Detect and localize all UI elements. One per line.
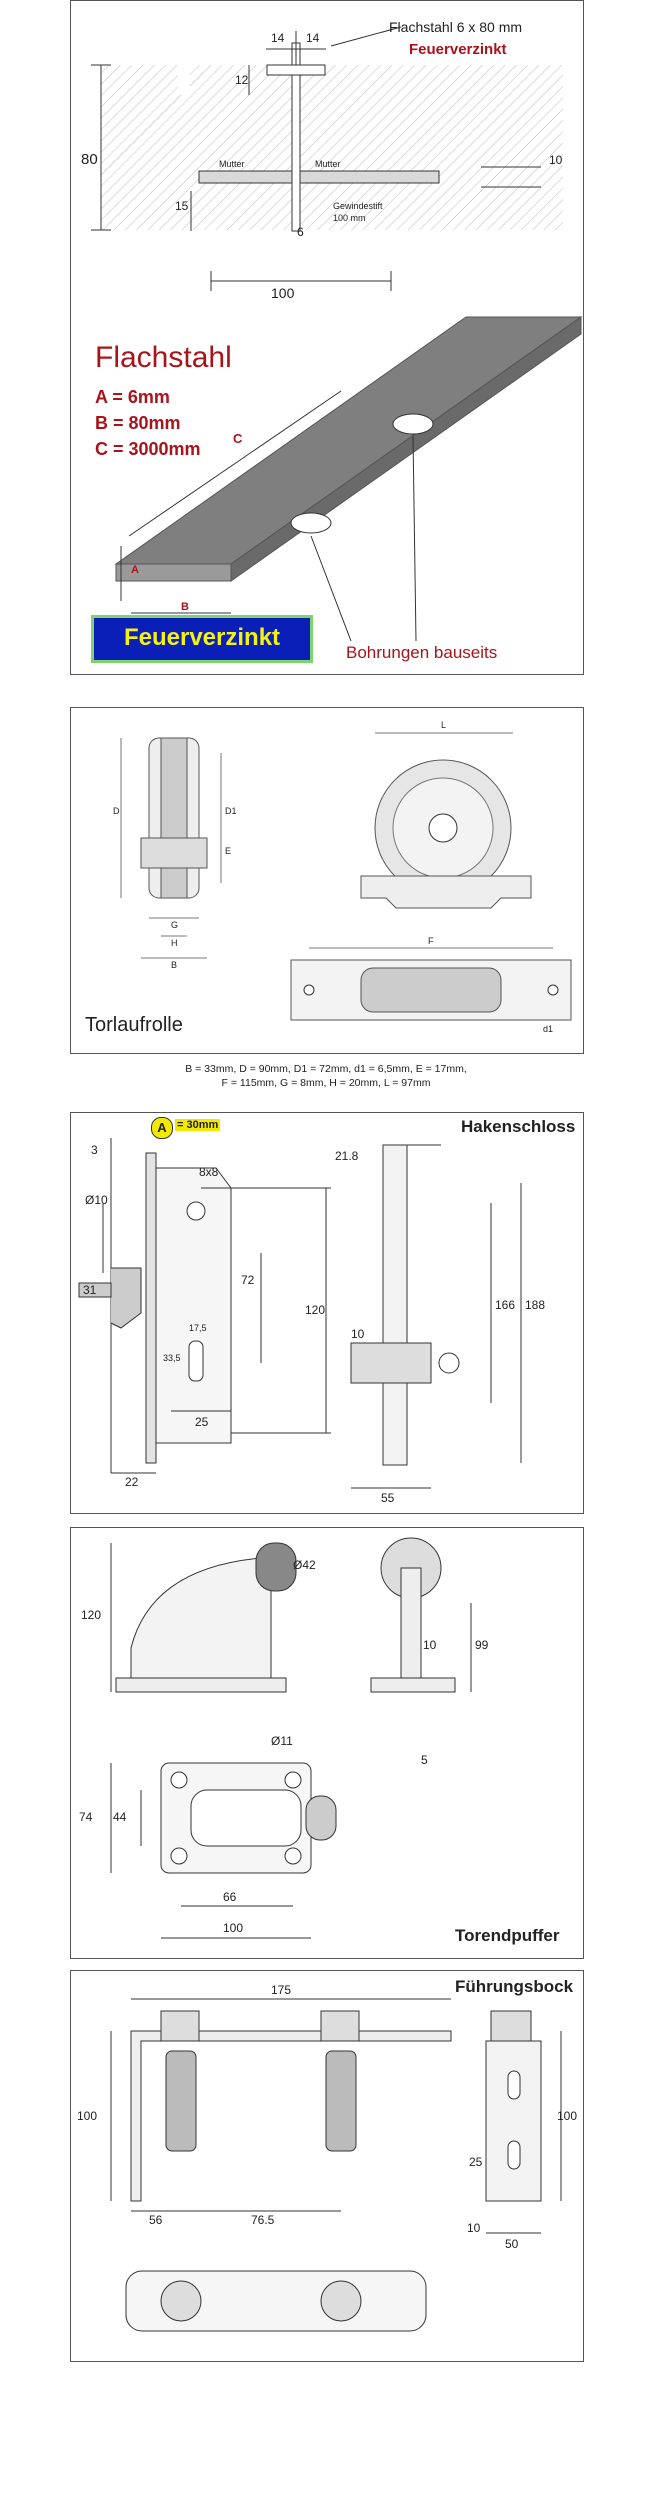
dim-10: 10 <box>467 2221 481 2235</box>
dim-31: 31 <box>83 1283 97 1297</box>
label-b: B <box>181 601 189 613</box>
torendpuffer-panel: 120 Ø42 10 99 Ø11 5 74 44 66 100 Torendp… <box>70 1527 584 1959</box>
flachstahl-panel: Flachstahl 6 x 80 mm Feuerverzinkt 14 14… <box>70 0 584 675</box>
dim-d42: Ø42 <box>293 1558 316 1572</box>
dim-15: 15 <box>175 199 189 213</box>
gewindestift-length: 100 mm <box>333 213 366 223</box>
fuehrungsbock-title: Führungsbock <box>455 1977 574 1996</box>
dim-175: 175 <box>271 1983 292 1997</box>
label-G: G <box>171 920 179 930</box>
dim-33-5: 33,5 <box>163 1353 181 1363</box>
dim-50: 50 <box>505 2237 519 2251</box>
gewindestift-label: Gewindestift <box>333 201 383 211</box>
flachstahl-title: Flachstahl <box>95 341 232 374</box>
dim-72: 72 <box>241 1273 255 1287</box>
dim-25: 25 <box>469 2155 483 2169</box>
torendpuffer-drawing <box>110 1537 472 1939</box>
spec-a: A = 6mm <box>95 387 170 407</box>
lock-faceplate <box>145 1152 157 1464</box>
flachstahl-drawing <box>91 26 583 642</box>
guide-roller-left <box>165 2050 197 2152</box>
bore-hole-right <box>392 413 434 435</box>
badge-a-letter: A <box>151 1117 173 1139</box>
flachstahl-header-sub: Feuerverzinkt <box>409 41 507 58</box>
dim-22: 22 <box>125 1475 139 1489</box>
hakenschloss-drawing <box>78 1138 522 1489</box>
torlaufrolle-spec-line2: F = 115mm, G = 8mm, H = 20mm, L = 97mm <box>221 1077 431 1089</box>
guide-bracket <box>130 2030 452 2202</box>
flachstahl-header-title: Flachstahl 6 x 80 mm <box>389 19 523 35</box>
mutter-right-label: Mutter <box>315 159 341 169</box>
dim-120: 120 <box>81 1608 102 1622</box>
label-H: H <box>171 938 178 948</box>
dim-10: 10 <box>423 1638 437 1652</box>
dim-188: 188 <box>525 1298 546 1312</box>
dim-120: 120 <box>305 1303 326 1317</box>
dim-100: 100 <box>223 1921 244 1935</box>
dim-25: 25 <box>195 1415 209 1429</box>
label-D1: D1 <box>225 806 237 816</box>
spec-c: C = 3000mm <box>95 439 201 459</box>
dim-76-5: 76.5 <box>251 2213 275 2227</box>
torlaufrolle-panel: D D1 E G H B L F d1 Torlaufrolle <box>70 707 584 1054</box>
label-F: F <box>428 936 434 946</box>
label-D: D <box>113 806 120 816</box>
dim-100-left: 100 <box>77 2109 98 2123</box>
bore-hole-left <box>290 512 332 534</box>
dim-74: 74 <box>79 1810 93 1824</box>
lock-side-view <box>382 1144 408 1466</box>
cylinder-cutout <box>188 1340 204 1382</box>
spec-b: B = 80mm <box>95 413 181 433</box>
buffer-side-view <box>130 1557 272 1679</box>
fuehrungsbock-panel: Führungsbock 175 100 100 25 56 76.5 10 5… <box>70 1970 584 2362</box>
roller-bracket <box>360 875 532 909</box>
dim-166: 166 <box>495 1298 516 1312</box>
label-d1: d1 <box>543 1024 554 1034</box>
dim-d10: Ø10 <box>85 1193 108 1207</box>
guide-roller-right <box>325 2050 357 2152</box>
hakenschloss-panel: A = 30mm Hakenschloss 3 Ø10 8x8 31 72 12… <box>70 1112 584 1514</box>
dim-99: 99 <box>475 1638 489 1652</box>
dim-56: 56 <box>149 2213 163 2227</box>
dim-d11: Ø11 <box>271 1734 293 1748</box>
dim-3: 3 <box>91 1143 98 1157</box>
fuehrungsbock-drawing <box>110 1998 562 2332</box>
dim-21-8: 21.8 <box>335 1149 359 1163</box>
torlaufrolle-title: Torlaufrolle <box>85 1014 183 1036</box>
guide-side-profile <box>485 2040 542 2202</box>
dim-8x8: 8x8 <box>199 1165 219 1179</box>
dim-100-right: 100 <box>557 2109 578 2123</box>
dim-6: 6 <box>297 225 304 239</box>
hakenschloss-title: Hakenschloss <box>461 1117 576 1136</box>
dim-80: 80 <box>81 151 98 168</box>
dim-44: 44 <box>113 1810 127 1824</box>
label-c: C <box>233 431 243 446</box>
dim-14-left: 14 <box>271 31 285 45</box>
label-L: L <box>441 720 447 730</box>
feuerverzinkt-badge: Feuerverzinkt <box>91 615 313 663</box>
flat-bar-section <box>198 170 440 184</box>
concrete-section <box>101 65 563 230</box>
dim-66: 66 <box>223 1890 237 1904</box>
mutter-left-label: Mutter <box>219 159 245 169</box>
torendpuffer-title: Torendpuffer <box>455 1926 560 1945</box>
dim-17-5: 17,5 <box>189 1323 207 1333</box>
label-a: A <box>131 564 139 576</box>
label-B: B <box>171 960 178 970</box>
dim-10: 10 <box>549 153 563 167</box>
dim-10b: 10 <box>351 1327 365 1341</box>
torlaufrolle-spec: B = 33mm, D = 90mm, D1 = 72mm, d1 = 6,5m… <box>70 1062 582 1090</box>
feuerverzinkt-badge-text: Feuerverzinkt <box>123 624 281 651</box>
dim-100: 100 <box>271 285 295 301</box>
badge-a-value: = 30mm <box>175 1119 221 1131</box>
bohrungen-label: Bohrungen bauseits <box>346 643 498 662</box>
dim-55: 55 <box>381 1491 395 1505</box>
dim-14-right: 14 <box>306 31 320 45</box>
label-E: E <box>225 846 232 856</box>
dim-5: 5 <box>421 1753 428 1767</box>
torlaufrolle-drawing <box>120 732 572 1021</box>
torlaufrolle-spec-line1: B = 33mm, D = 90mm, D1 = 72mm, d1 = 6,5m… <box>185 1063 467 1075</box>
lock-hook <box>110 1267 142 1329</box>
dim-12: 12 <box>235 73 249 87</box>
